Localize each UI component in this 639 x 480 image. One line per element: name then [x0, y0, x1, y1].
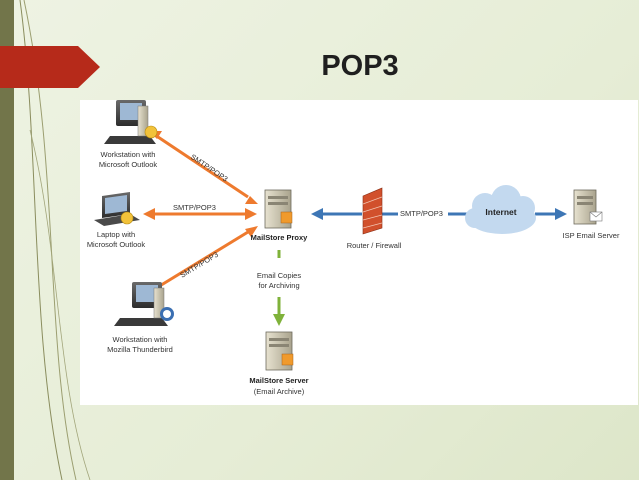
edge-internet-isp — [535, 208, 567, 220]
router-firewall-label: Router / Firewall — [347, 241, 402, 250]
edge-firewall-proxy — [311, 208, 362, 220]
workstation-thunderbird-label-line2: Mozilla Thunderbird — [107, 345, 173, 354]
edge-label-archive-line1: Email Copies — [257, 271, 301, 280]
edge-proxy-archive — [273, 250, 285, 326]
mailstore-server-label-line1: MailStore Server — [249, 376, 308, 385]
edge-label-archive-line2: for Archiving — [258, 281, 299, 290]
laptop-outlook-label-line1: Laptop with — [97, 230, 135, 239]
laptop-outlook-label-line2: Microsoft Outlook — [87, 240, 146, 249]
left-accent-strip — [0, 0, 14, 480]
workstation-outlook-icon — [104, 100, 158, 144]
workstation-outlook-label-line2: Microsoft Outlook — [99, 160, 158, 169]
diagram-panel: SMTP/POP3 SMTP/POP3 SMTP/POP3 SMTP/POP3 … — [80, 100, 638, 405]
mailstore-proxy-server-icon — [264, 189, 293, 229]
edge-label-workstation-outlook: SMTP/POP3 — [189, 152, 230, 183]
slide-title: POP3 — [321, 50, 399, 82]
isp-email-server-icon — [573, 189, 603, 225]
edge-label-laptop: SMTP/POP3 — [173, 203, 216, 212]
mailstore-server-label-line2: (Email Archive) — [254, 387, 305, 396]
workstation-thunderbird-icon — [114, 282, 174, 326]
firewall-icon — [362, 187, 383, 235]
internet-label: Internet — [485, 207, 516, 217]
edge-label-workstation-thunderbird: SMTP/POP3 — [178, 250, 219, 280]
mailstore-server-icon — [265, 331, 294, 371]
isp-email-server-label: ISP Email Server — [563, 231, 620, 240]
internet-cloud-icon — [465, 185, 536, 234]
laptop-outlook-icon — [94, 192, 140, 226]
workstation-thunderbird-label-line1: Workstation with — [113, 335, 168, 344]
edge-proxy-laptop — [143, 208, 257, 220]
edge-label-firewall-internet: SMTP/POP3 — [400, 209, 443, 218]
title-arrow-marker — [0, 46, 100, 88]
workstation-outlook-label-line1: Workstation with — [101, 150, 156, 159]
mailstore-proxy-label: MailStore Proxy — [251, 233, 309, 242]
